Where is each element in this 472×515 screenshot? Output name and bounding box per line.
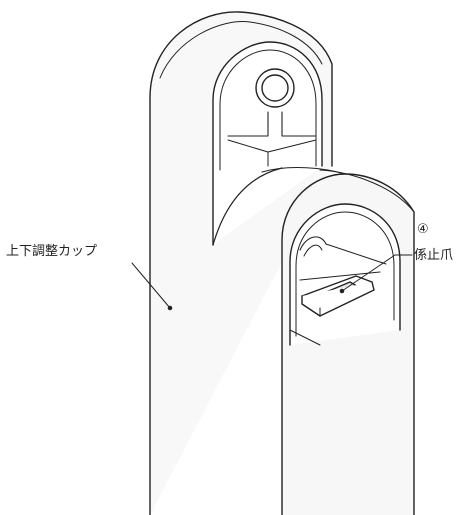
locking-claw-label: 係止爪 xyxy=(414,248,454,263)
callout-number-4: ④ xyxy=(417,222,429,237)
leader-locking-claw xyxy=(341,254,413,292)
front-post xyxy=(261,166,415,515)
leader-dot-adjust-cup xyxy=(167,305,173,311)
back-post xyxy=(149,11,333,515)
shadow-curve xyxy=(212,167,283,246)
leader-adjust-cup xyxy=(131,262,171,309)
leader-lines xyxy=(131,254,413,311)
leader-dot-locking-claw xyxy=(339,288,345,294)
adjust-cup-label: 上下調整カップ xyxy=(6,244,98,259)
